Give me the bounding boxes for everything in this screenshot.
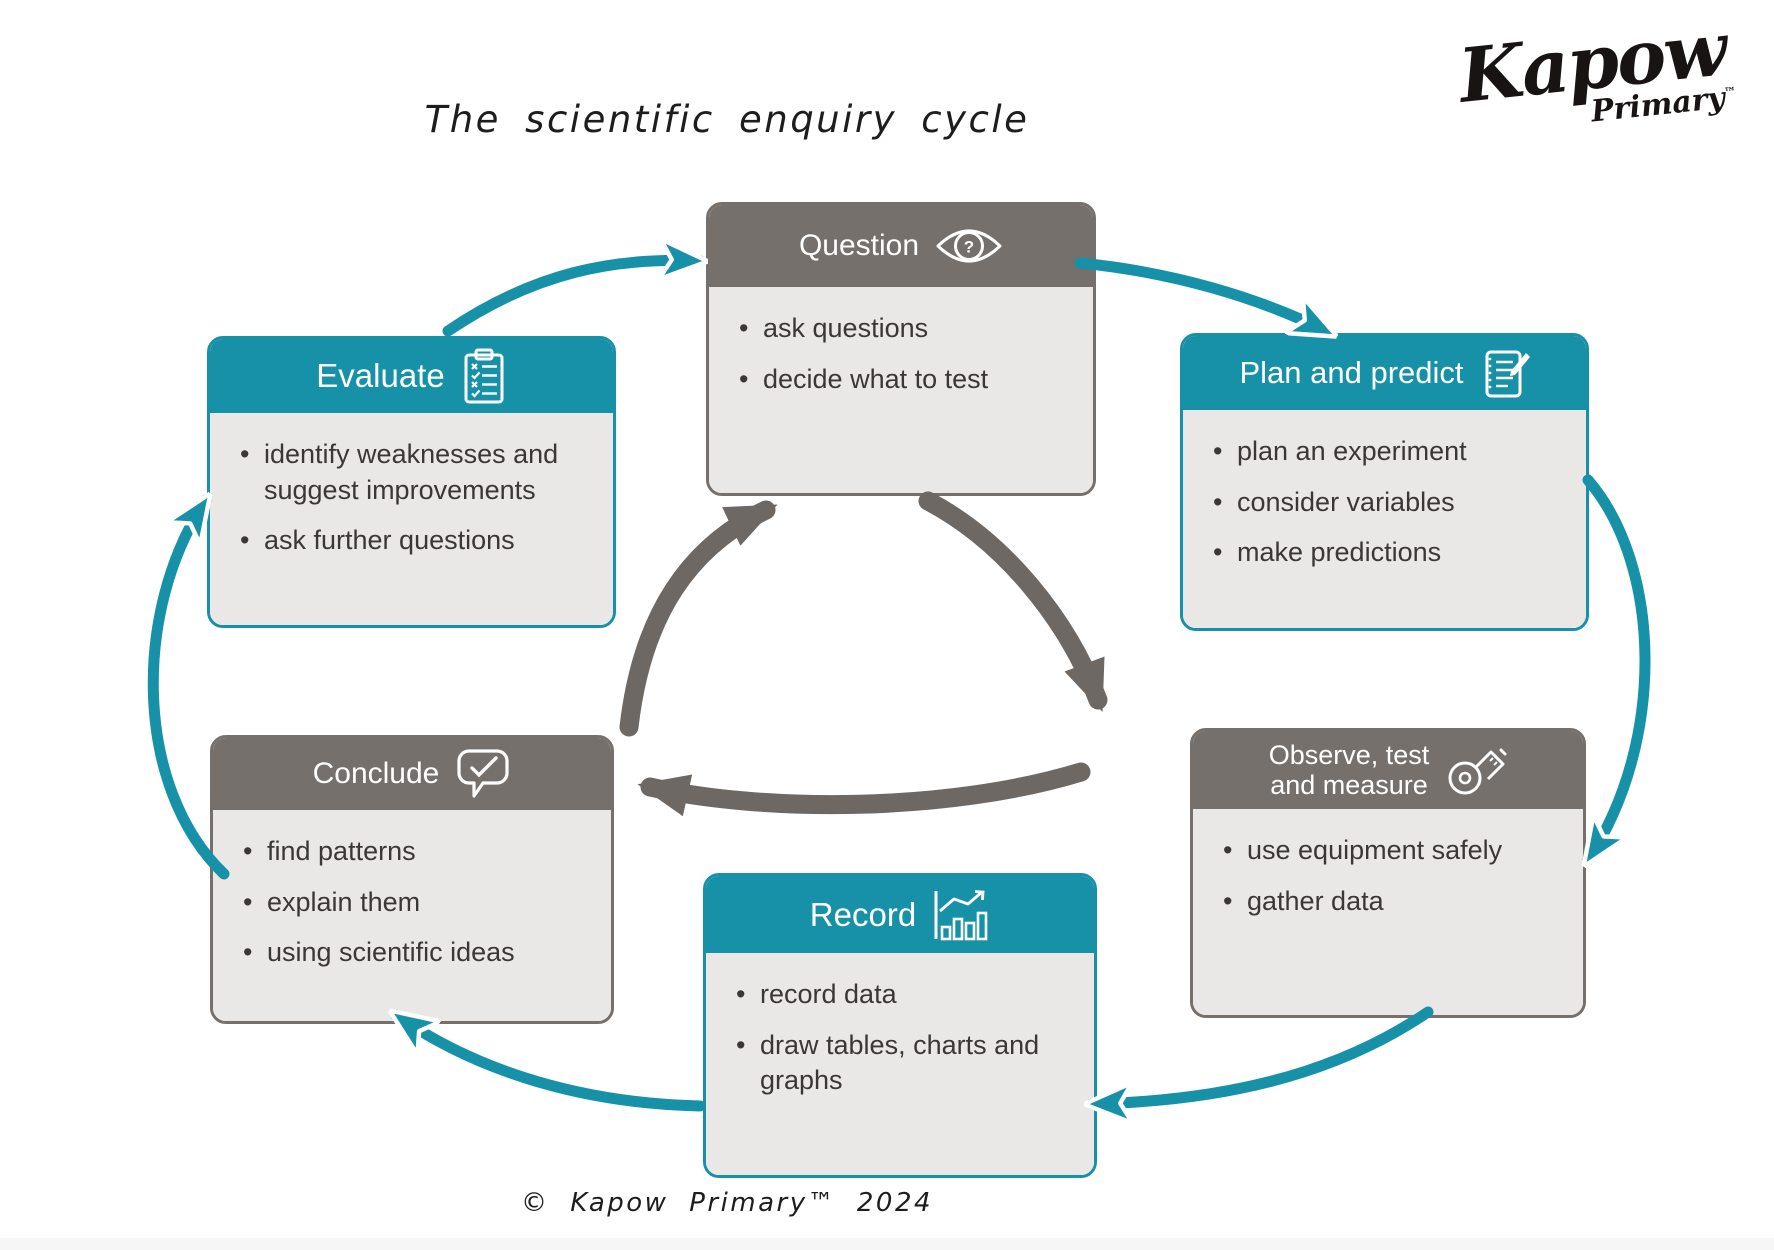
plan-body: plan an experiment consider variables make… (1183, 410, 1586, 628)
bullet-item: decide what to test (735, 362, 1081, 398)
arrow-record-to-conclude (396, 1015, 706, 1112)
inner-arrow-up-to-question (619, 500, 778, 737)
speech-check-icon (457, 749, 509, 798)
conclude-header: Conclude (213, 738, 611, 810)
record-body: record data draw tables, charts and graph… (706, 953, 1094, 1175)
copyright-text: © Kapow Primary™ 2024 (520, 1188, 934, 1218)
observe-header: Observe, test and measure (1193, 731, 1583, 809)
bullet-item: identify weaknesses and suggest improvem… (236, 437, 601, 508)
plan-header: Plan and predict (1183, 336, 1586, 410)
record-header: Record (706, 876, 1094, 953)
evaluate-bullet-list: identify weaknesses and suggest improvem… (236, 437, 601, 559)
question-title: Question (798, 229, 920, 262)
page-title: The scientific enquiry cycle (424, 98, 1030, 141)
bullet-item: ask further questions (236, 523, 601, 559)
stage-box-plan-and-predict: Plan and predict plan an experiment consi… (1180, 333, 1589, 631)
notepad-pencil-icon (1485, 350, 1530, 398)
conclude-bullet-list: find patterns explain them using scientifi… (239, 834, 599, 971)
observe-bullet-list: use equipment safely gather data (1219, 833, 1571, 919)
arrow-evaluate-to-question (442, 260, 700, 337)
bullet-item: draw tables, charts and graphs (732, 1028, 1082, 1099)
bottom-edge-strip (0, 1238, 1774, 1250)
stage-box-evaluate: Evaluate identify weaknesses and suggest… (207, 336, 616, 628)
clipboard-checklist-icon (464, 348, 504, 404)
conclude-title: Conclude (312, 757, 440, 790)
inner-arrow-down-to-observe (918, 491, 1108, 713)
stage-box-question: Question ? ask questions decide what to t… (706, 202, 1096, 496)
arrow-observe-to-record (1092, 1006, 1434, 1104)
evaluate-body: identify weaknesses and suggest improvem… (210, 413, 613, 625)
question-header: Question ? (709, 205, 1093, 287)
bullet-item: plan an experiment (1209, 434, 1574, 470)
record-title: Record (809, 895, 917, 933)
bar-chart-icon (934, 889, 988, 940)
trademark-symbol: ™ (1723, 84, 1737, 100)
stage-box-conclude: Conclude find patterns explain them using … (210, 735, 614, 1024)
bullet-item: record data (732, 977, 1082, 1013)
bullet-item: make predictions (1209, 535, 1574, 571)
tape-measure-icon (1448, 748, 1507, 795)
bullet-item: using scientific ideas (239, 935, 599, 971)
svg-text:?: ? (964, 237, 974, 256)
observe-body: use equipment safely gather data (1193, 809, 1583, 1015)
observe-title: Observe, test and measure (1268, 739, 1430, 800)
evaluate-header: Evaluate (210, 339, 613, 413)
bullet-item: ask questions (735, 311, 1081, 347)
plan-bullet-list: plan an experiment consider variables make… (1209, 434, 1574, 571)
question-bullet-list: ask questions decide what to test (735, 311, 1081, 397)
evaluate-title: Evaluate (316, 357, 445, 394)
bullet-item: consider variables (1209, 485, 1574, 521)
arrow-question-to-plan (1074, 257, 1330, 333)
kapow-primary-logo: Kapow Primary™ (1440, 6, 1753, 184)
bullet-item: use equipment safely (1219, 833, 1571, 869)
eye-question-icon: ? (936, 229, 1002, 263)
bullet-item: explain them (239, 885, 599, 921)
stage-box-observe-test-measure: Observe, test and measure use equipment … (1190, 728, 1586, 1018)
inner-arrow-left-to-conclude (637, 762, 1091, 817)
bullet-item: gather data (1219, 884, 1571, 920)
question-body: ask questions decide what to test (709, 287, 1093, 493)
bullet-item: find patterns (239, 834, 599, 870)
conclude-body: find patterns explain them using scientifi… (213, 810, 611, 1021)
arrow-plan-to-observe (1588, 474, 1651, 860)
plan-title: Plan and predict (1239, 355, 1464, 390)
stage-box-record: Record record data draw tables, charts an… (703, 873, 1097, 1178)
record-bullet-list: record data draw tables, charts and graph… (732, 977, 1082, 1099)
